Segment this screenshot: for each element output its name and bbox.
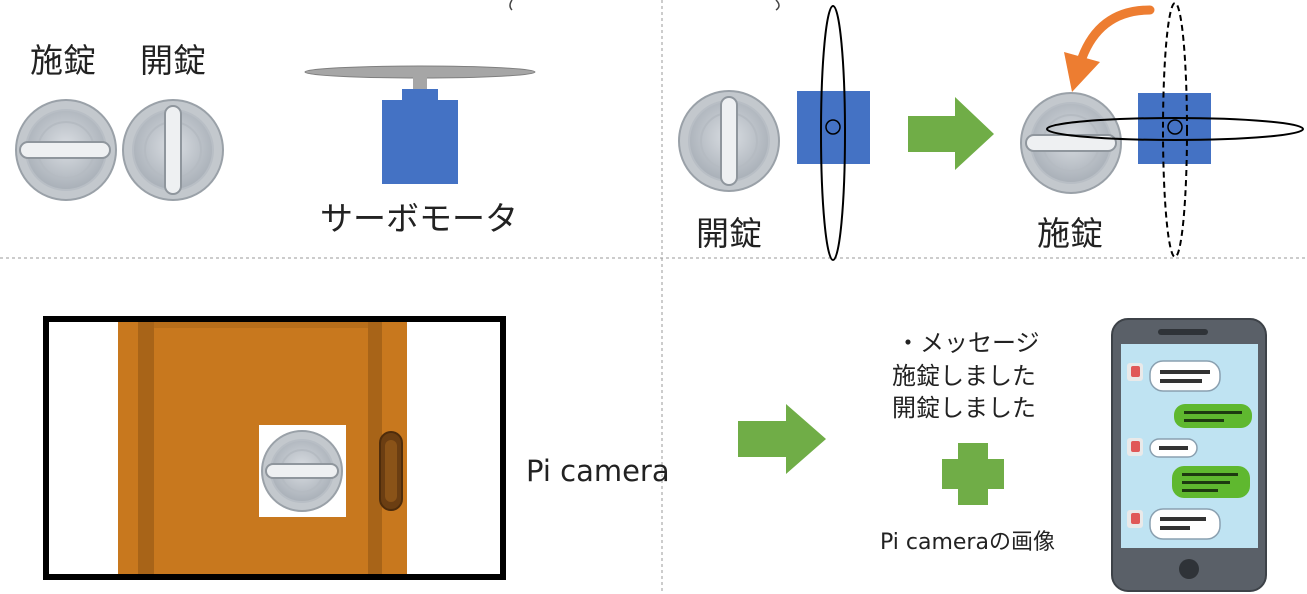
camera-view-frame bbox=[43, 316, 506, 580]
thumbturn-unlocked-icon bbox=[678, 90, 780, 192]
camera-image-label: Pi cameraの画像 bbox=[880, 530, 1055, 555]
thumbturn-locked-icon bbox=[1020, 92, 1122, 194]
servo-horn-horizontal bbox=[1046, 2, 1304, 258]
bracket-fragment bbox=[775, 0, 780, 11]
bracket-fragment bbox=[509, 0, 513, 11]
lock-label: 施錠 bbox=[1037, 214, 1103, 253]
unlock-label: 開錠 bbox=[140, 41, 206, 80]
message-unlocked: 開錠しました bbox=[892, 394, 1036, 422]
servo-motor-label: サーボモータ bbox=[320, 199, 518, 238]
pi-camera-label: Pi camera bbox=[526, 454, 670, 488]
plus-icon bbox=[942, 443, 1004, 505]
smartphone-icon bbox=[1111, 318, 1267, 592]
unlock-label: 開錠 bbox=[696, 214, 762, 253]
servo-motor-icon bbox=[304, 65, 536, 184]
servo-horn-vertical bbox=[797, 5, 870, 261]
thumbturn-locked-icon bbox=[15, 99, 117, 201]
rotation-arrow-icon bbox=[1064, 5, 1155, 92]
message-heading: ・メッセージ bbox=[896, 329, 1040, 357]
right-arrow-icon bbox=[738, 404, 826, 474]
thumbturn-unlocked-icon bbox=[122, 99, 224, 201]
message-locked: 施錠しました bbox=[892, 362, 1036, 390]
right-arrow-icon bbox=[908, 97, 994, 170]
lock-label: 施錠 bbox=[30, 41, 96, 80]
